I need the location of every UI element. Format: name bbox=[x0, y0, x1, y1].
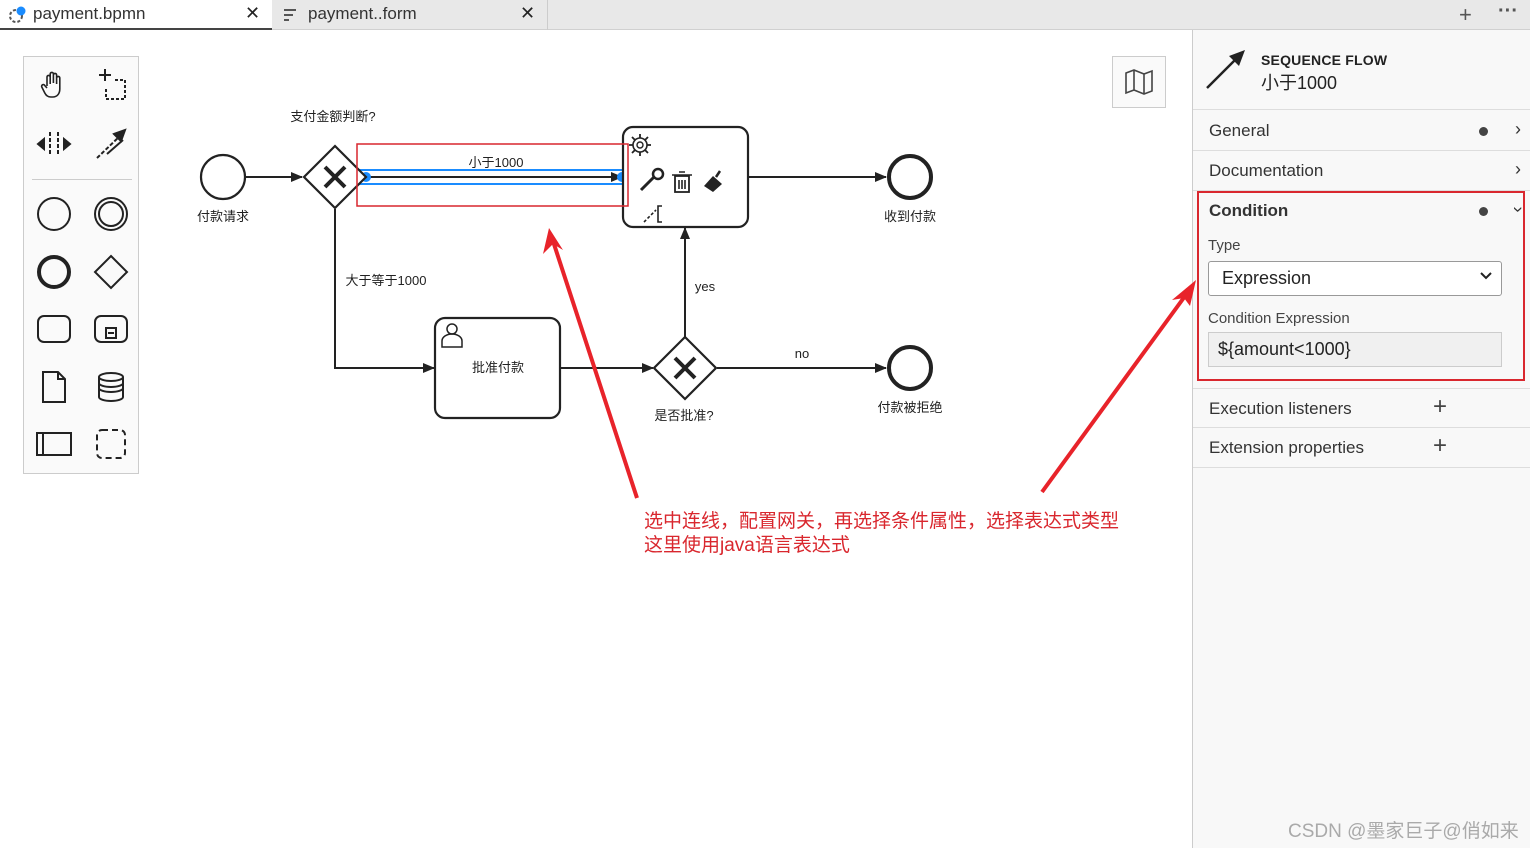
start-event-icon[interactable] bbox=[34, 194, 74, 234]
element-type: SEQUENCE FLOW bbox=[1261, 52, 1388, 68]
hand-tool-icon[interactable] bbox=[34, 65, 74, 105]
bpmn-icon bbox=[7, 5, 27, 25]
flow-small-label: 小于1000 bbox=[469, 155, 524, 170]
tab-label: payment.bpmn bbox=[33, 4, 146, 23]
annotation-arrow bbox=[550, 237, 639, 499]
tab-bar: payment.bpmn ✕ payment..form ✕ + ··· bbox=[0, 0, 1530, 30]
group-label: Documentation bbox=[1209, 161, 1324, 180]
add-tab-icon[interactable]: + bbox=[1459, 2, 1472, 27]
sequence-flow-icon bbox=[1206, 50, 1245, 89]
add-icon[interactable]: + bbox=[1433, 393, 1448, 420]
select-value: Expression bbox=[1222, 268, 1312, 288]
watermark: CSDN @墨家巨子@俏如来 bbox=[1288, 821, 1519, 842]
group-extension-properties[interactable]: Extension properties + bbox=[1193, 428, 1530, 468]
tool-palette bbox=[23, 56, 139, 474]
data-object-icon[interactable] bbox=[34, 367, 74, 407]
annotation-arrowhead bbox=[543, 228, 563, 254]
paint-bucket-icon[interactable] bbox=[704, 170, 722, 192]
tab-payment-bpmn[interactable]: payment.bpmn ✕ bbox=[0, 0, 272, 30]
start-event-label: 付款请求 bbox=[197, 209, 249, 224]
group-condition[interactable]: Condition › bbox=[1193, 191, 1530, 231]
group-label: Execution listeners bbox=[1209, 399, 1352, 418]
condition-type-select[interactable]: Expression bbox=[1208, 261, 1502, 296]
minimap-toggle-button[interactable] bbox=[1112, 56, 1166, 108]
group-label: General bbox=[1209, 121, 1270, 140]
close-icon[interactable]: ✕ bbox=[520, 3, 536, 23]
end-paid-label: 收到付款 bbox=[884, 209, 936, 224]
annotation-text: 选中连线，配置网关，再选择条件属性，选择表达式类型 这里使用java语言表达式 bbox=[644, 510, 1119, 558]
gateway1-label: 支付金额判断? bbox=[290, 109, 375, 124]
end-event-rejected[interactable] bbox=[887, 345, 933, 391]
subprocess-icon[interactable] bbox=[91, 309, 131, 349]
end-rejected-label: 付款被拒绝 bbox=[877, 400, 942, 415]
group-general[interactable]: General › bbox=[1193, 111, 1530, 151]
condition-expression-input[interactable]: ${amount<1000} bbox=[1208, 332, 1502, 367]
group-icon[interactable] bbox=[91, 424, 131, 464]
lasso-tool-icon[interactable] bbox=[91, 65, 131, 105]
group-execution-listeners[interactable]: Execution listeners + bbox=[1193, 388, 1530, 428]
group-label: Condition bbox=[1209, 201, 1289, 220]
flow-no-label: no bbox=[795, 346, 809, 361]
tab-label: payment..form bbox=[308, 4, 417, 23]
pool-icon[interactable] bbox=[34, 424, 74, 464]
x-marker-icon bbox=[673, 356, 697, 380]
gateway2-label: 是否批准? bbox=[654, 408, 713, 423]
connect-tool-icon[interactable] bbox=[91, 124, 131, 164]
palette-separator bbox=[32, 179, 132, 180]
annotation-arrow bbox=[1040, 280, 1196, 494]
gateway-icon[interactable] bbox=[91, 252, 131, 292]
add-icon[interactable]: + bbox=[1433, 432, 1448, 459]
annotation-line: 选中连线，配置网关，再选择条件属性，选择表达式类型 bbox=[644, 511, 1120, 532]
map-icon bbox=[1125, 69, 1153, 95]
panel-header: SEQUENCE FLOW 小于1000 bbox=[1193, 30, 1530, 110]
flow-greater-equal-1000[interactable] bbox=[334, 209, 435, 373]
user-icon bbox=[441, 323, 463, 348]
chevron-down-icon bbox=[1479, 268, 1493, 285]
user-task-label: 批准付款 bbox=[472, 360, 524, 375]
properties-panel: SEQUENCE FLOW 小于1000 General › Documenta… bbox=[1192, 30, 1530, 848]
data-marker-icon bbox=[1479, 207, 1488, 216]
end-event-icon[interactable] bbox=[34, 252, 74, 292]
space-tool-icon[interactable] bbox=[34, 124, 74, 164]
group-label: Extension properties bbox=[1209, 438, 1364, 457]
trash-icon[interactable] bbox=[672, 171, 692, 193]
type-label: Type bbox=[1208, 237, 1241, 254]
flow-yes-label: yes bbox=[695, 279, 716, 294]
group-documentation[interactable]: Documentation › bbox=[1193, 151, 1530, 191]
wrench-icon[interactable] bbox=[639, 167, 665, 192]
tab-payment-form[interactable]: payment..form ✕ bbox=[272, 0, 548, 30]
diagram-canvas[interactable] bbox=[0, 30, 1192, 848]
annotation-highlight-box bbox=[1197, 191, 1525, 381]
service-task[interactable] bbox=[621, 125, 750, 229]
x-marker-icon bbox=[323, 165, 347, 189]
chevron-right-icon: › bbox=[1515, 159, 1521, 179]
end-event-paid[interactable] bbox=[887, 154, 933, 200]
chevron-right-icon: › bbox=[1515, 119, 1521, 139]
start-event[interactable] bbox=[199, 153, 247, 201]
user-task-approve[interactable] bbox=[433, 316, 562, 420]
element-name: 小于1000 bbox=[1261, 73, 1338, 93]
close-icon[interactable]: ✕ bbox=[245, 3, 261, 23]
intermediate-event-icon[interactable] bbox=[91, 194, 131, 234]
form-icon bbox=[284, 7, 298, 23]
flow-large-label: 大于等于1000 bbox=[346, 273, 427, 288]
gear-icon bbox=[629, 134, 651, 156]
data-store-icon[interactable] bbox=[91, 367, 131, 407]
condition-expression-label: Condition Expression bbox=[1208, 310, 1350, 327]
connect-icon[interactable] bbox=[643, 205, 662, 223]
more-icon[interactable]: ··· bbox=[1498, 0, 1518, 22]
annotation-highlight-box bbox=[356, 143, 629, 207]
bpmn-diagram: 付款请求 支付金额判断? 小于1000 大于等于1000 批准付款 是否批准? … bbox=[197, 109, 943, 499]
annotation-line: 这里使用java语言表达式 bbox=[644, 535, 850, 556]
task-icon[interactable] bbox=[34, 309, 74, 349]
data-marker-icon bbox=[1479, 127, 1488, 136]
